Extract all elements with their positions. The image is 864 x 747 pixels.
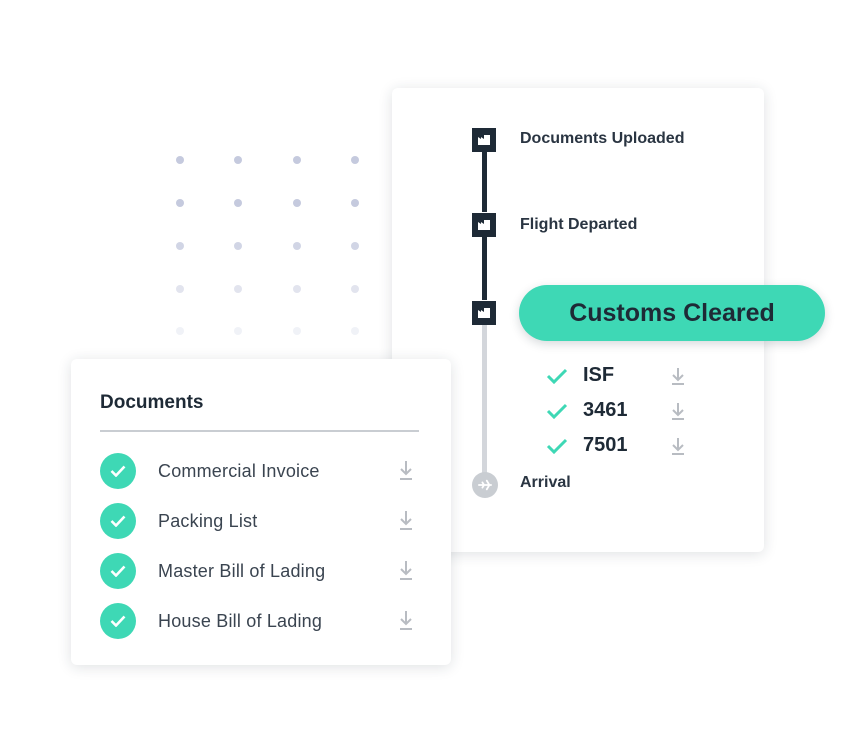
customs-document-label: 3461 (583, 399, 628, 421)
documents-divider (100, 430, 419, 432)
document-row-packing-list: Packing List (100, 503, 420, 541)
factory-icon (472, 128, 496, 152)
download-icon[interactable] (670, 436, 686, 456)
download-icon[interactable] (670, 401, 686, 421)
download-icon[interactable] (398, 559, 414, 581)
customs-document-label: 7501 (583, 434, 628, 456)
customs-document-label: ISF (583, 364, 615, 386)
document-label: Master Bill of Lading (158, 561, 326, 581)
download-icon[interactable] (398, 509, 414, 531)
documents-title: Documents (100, 392, 204, 413)
check-circle-icon (100, 453, 136, 489)
check-circle-icon (100, 503, 136, 539)
timeline-connector-pending (482, 324, 487, 474)
check-icon (546, 438, 568, 454)
timeline-connector (482, 236, 487, 300)
customs-document-7501: 7501 (546, 434, 691, 462)
check-icon (546, 403, 568, 419)
document-label: Commercial Invoice (158, 461, 320, 481)
factory-icon (472, 301, 496, 325)
customs-cleared-label: Customs Cleared (569, 298, 775, 327)
document-row-commercial-invoice: Commercial Invoice (100, 453, 420, 491)
check-circle-icon (100, 553, 136, 589)
customs-document-isf: ISF (546, 364, 691, 392)
document-label: House Bill of Lading (158, 611, 323, 631)
document-label: Packing List (158, 511, 258, 531)
check-circle-icon (100, 603, 136, 639)
timeline-step-customs-cleared: Customs Cleared (519, 285, 825, 341)
timeline-connector (482, 150, 487, 212)
plane-icon (472, 472, 498, 498)
download-icon[interactable] (398, 459, 414, 481)
document-row-master-bill-of-lading: Master Bill of Lading (100, 553, 420, 591)
decorative-dot-grid (170, 150, 370, 340)
document-row-house-bill-of-lading: House Bill of Lading (100, 603, 420, 641)
customs-document-3461: 3461 (546, 399, 691, 427)
check-icon (546, 368, 568, 384)
factory-icon (472, 213, 496, 237)
download-icon[interactable] (670, 366, 686, 386)
download-icon[interactable] (398, 609, 414, 631)
timeline-step-arrival: Arrival (520, 474, 571, 491)
timeline-step-documents-uploaded: Documents Uploaded (520, 130, 685, 147)
timeline-step-flight-departed: Flight Departed (520, 216, 638, 233)
